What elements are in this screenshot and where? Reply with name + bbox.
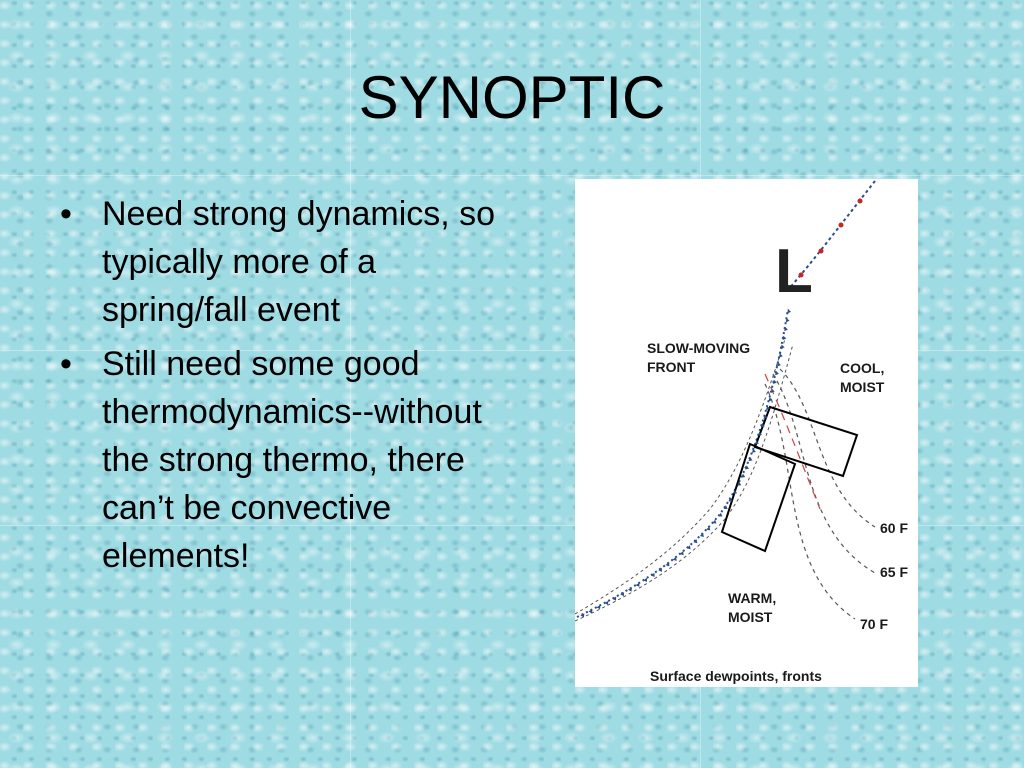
cold-front-pip (763, 414, 768, 419)
cold-front-pip (728, 497, 733, 502)
cool-moist-label: COOL, MOIST (840, 359, 884, 397)
cold-front-pip (693, 539, 698, 544)
contour-60f (779, 368, 876, 528)
cold-front-pip (723, 505, 728, 509)
cold-front-pip (757, 431, 762, 436)
cold-front-pip (612, 596, 617, 601)
cold-front-pip (780, 344, 785, 349)
front-label-line: FRONT (647, 359, 696, 375)
warm-label-line: MOIST (728, 609, 773, 625)
bullet-text: Still need some good thermodynamics--wit… (102, 345, 482, 575)
cold-front-pip (770, 388, 775, 393)
cold-front-pip (766, 405, 770, 411)
background-seam (350, 0, 351, 768)
cold-front-pip (784, 326, 788, 332)
cold-front-pip (760, 423, 765, 428)
cold-front-pip (772, 379, 777, 384)
cold-front-pip (751, 448, 756, 453)
background-seam (0, 175, 1024, 176)
cold-front-pip (686, 545, 691, 550)
cold-front-pip (778, 353, 783, 358)
dewpoint-front-diagram: L SLOW-MOVING FRONT COOL, MOIST WARM, MO… (575, 179, 918, 687)
cold-front-pip (596, 605, 601, 610)
cold-front-pip (768, 397, 773, 402)
contour-front-east (575, 343, 794, 622)
cold-front-pip (706, 526, 711, 531)
cold-front-pip (635, 582, 640, 587)
cold-front-pip (627, 587, 632, 592)
cold-front-pip (679, 551, 684, 556)
contour-front-west (575, 338, 786, 615)
bullet-list: • Need strong dynamics, so typically mor… (60, 190, 520, 586)
isodrosotherm-label-60: 60 F (880, 520, 909, 536)
cold-front-pip (643, 577, 648, 583)
slow-moving-front (576, 308, 789, 618)
isodrosotherm-label-70: 70 F (860, 616, 889, 632)
cool-label-line: MOIST (840, 379, 885, 395)
cold-front-pip (699, 532, 704, 537)
cold-front-pip (604, 600, 609, 606)
contour-70f (764, 383, 856, 620)
bullet-item: • Still need some good thermodynamics--w… (60, 340, 520, 580)
cold-front-pip (658, 567, 663, 572)
bullet-marker: • (60, 195, 72, 233)
cold-front-pip (580, 613, 585, 618)
cold-front-pip (732, 489, 738, 494)
cold-front-pip (737, 481, 742, 486)
front-label: SLOW-MOVING FRONT (647, 339, 750, 377)
warm-label-line: WARM, (728, 590, 777, 606)
contour-65f (772, 373, 876, 574)
cold-front-pip (754, 440, 759, 445)
bullet-item: • Need strong dynamics, so typically mor… (60, 190, 520, 334)
risk-box-lower (720, 442, 797, 553)
dryline (764, 373, 821, 510)
background-seam (0, 525, 1024, 526)
cold-front-pip (777, 362, 781, 367)
cold-front-pip (712, 519, 717, 524)
cold-front-pip (785, 317, 790, 323)
cold-front-pip (748, 457, 753, 462)
slide-title: SYNOPTIC (358, 64, 666, 131)
bullet-marker: • (60, 345, 72, 383)
cold-front-pip (741, 473, 746, 478)
figure-caption: Surface dewpoints, fronts (650, 668, 822, 684)
cold-front-pip (744, 465, 749, 470)
cold-front-pip (620, 592, 624, 597)
cold-front-pip (787, 309, 792, 314)
cold-front-pip (718, 512, 723, 517)
cold-front-pip (782, 335, 787, 341)
diagram-graphics (575, 180, 876, 622)
cold-front-pip (672, 556, 677, 561)
bullet-text: Need strong dynamics, so typically more … (102, 195, 496, 329)
warm-front-dot (798, 272, 804, 278)
warm-front-dot (818, 248, 824, 254)
cold-front-pip (775, 370, 779, 376)
isodrosotherm-label-65: 65 F (880, 564, 909, 580)
cold-front-pip (588, 609, 593, 614)
low-pressure-symbol: L (775, 237, 813, 306)
background-seam (0, 350, 1024, 351)
warm-front-dot (857, 198, 863, 204)
front-label-line: SLOW-MOVING (647, 340, 751, 356)
warm-moist-label: WARM, MOIST (728, 589, 776, 627)
cool-label-line: COOL, (840, 360, 885, 376)
front-to-upper-right (786, 180, 876, 292)
cold-front-pip (665, 562, 670, 567)
cold-front-pip (650, 572, 655, 577)
warm-front-dot (838, 222, 844, 228)
